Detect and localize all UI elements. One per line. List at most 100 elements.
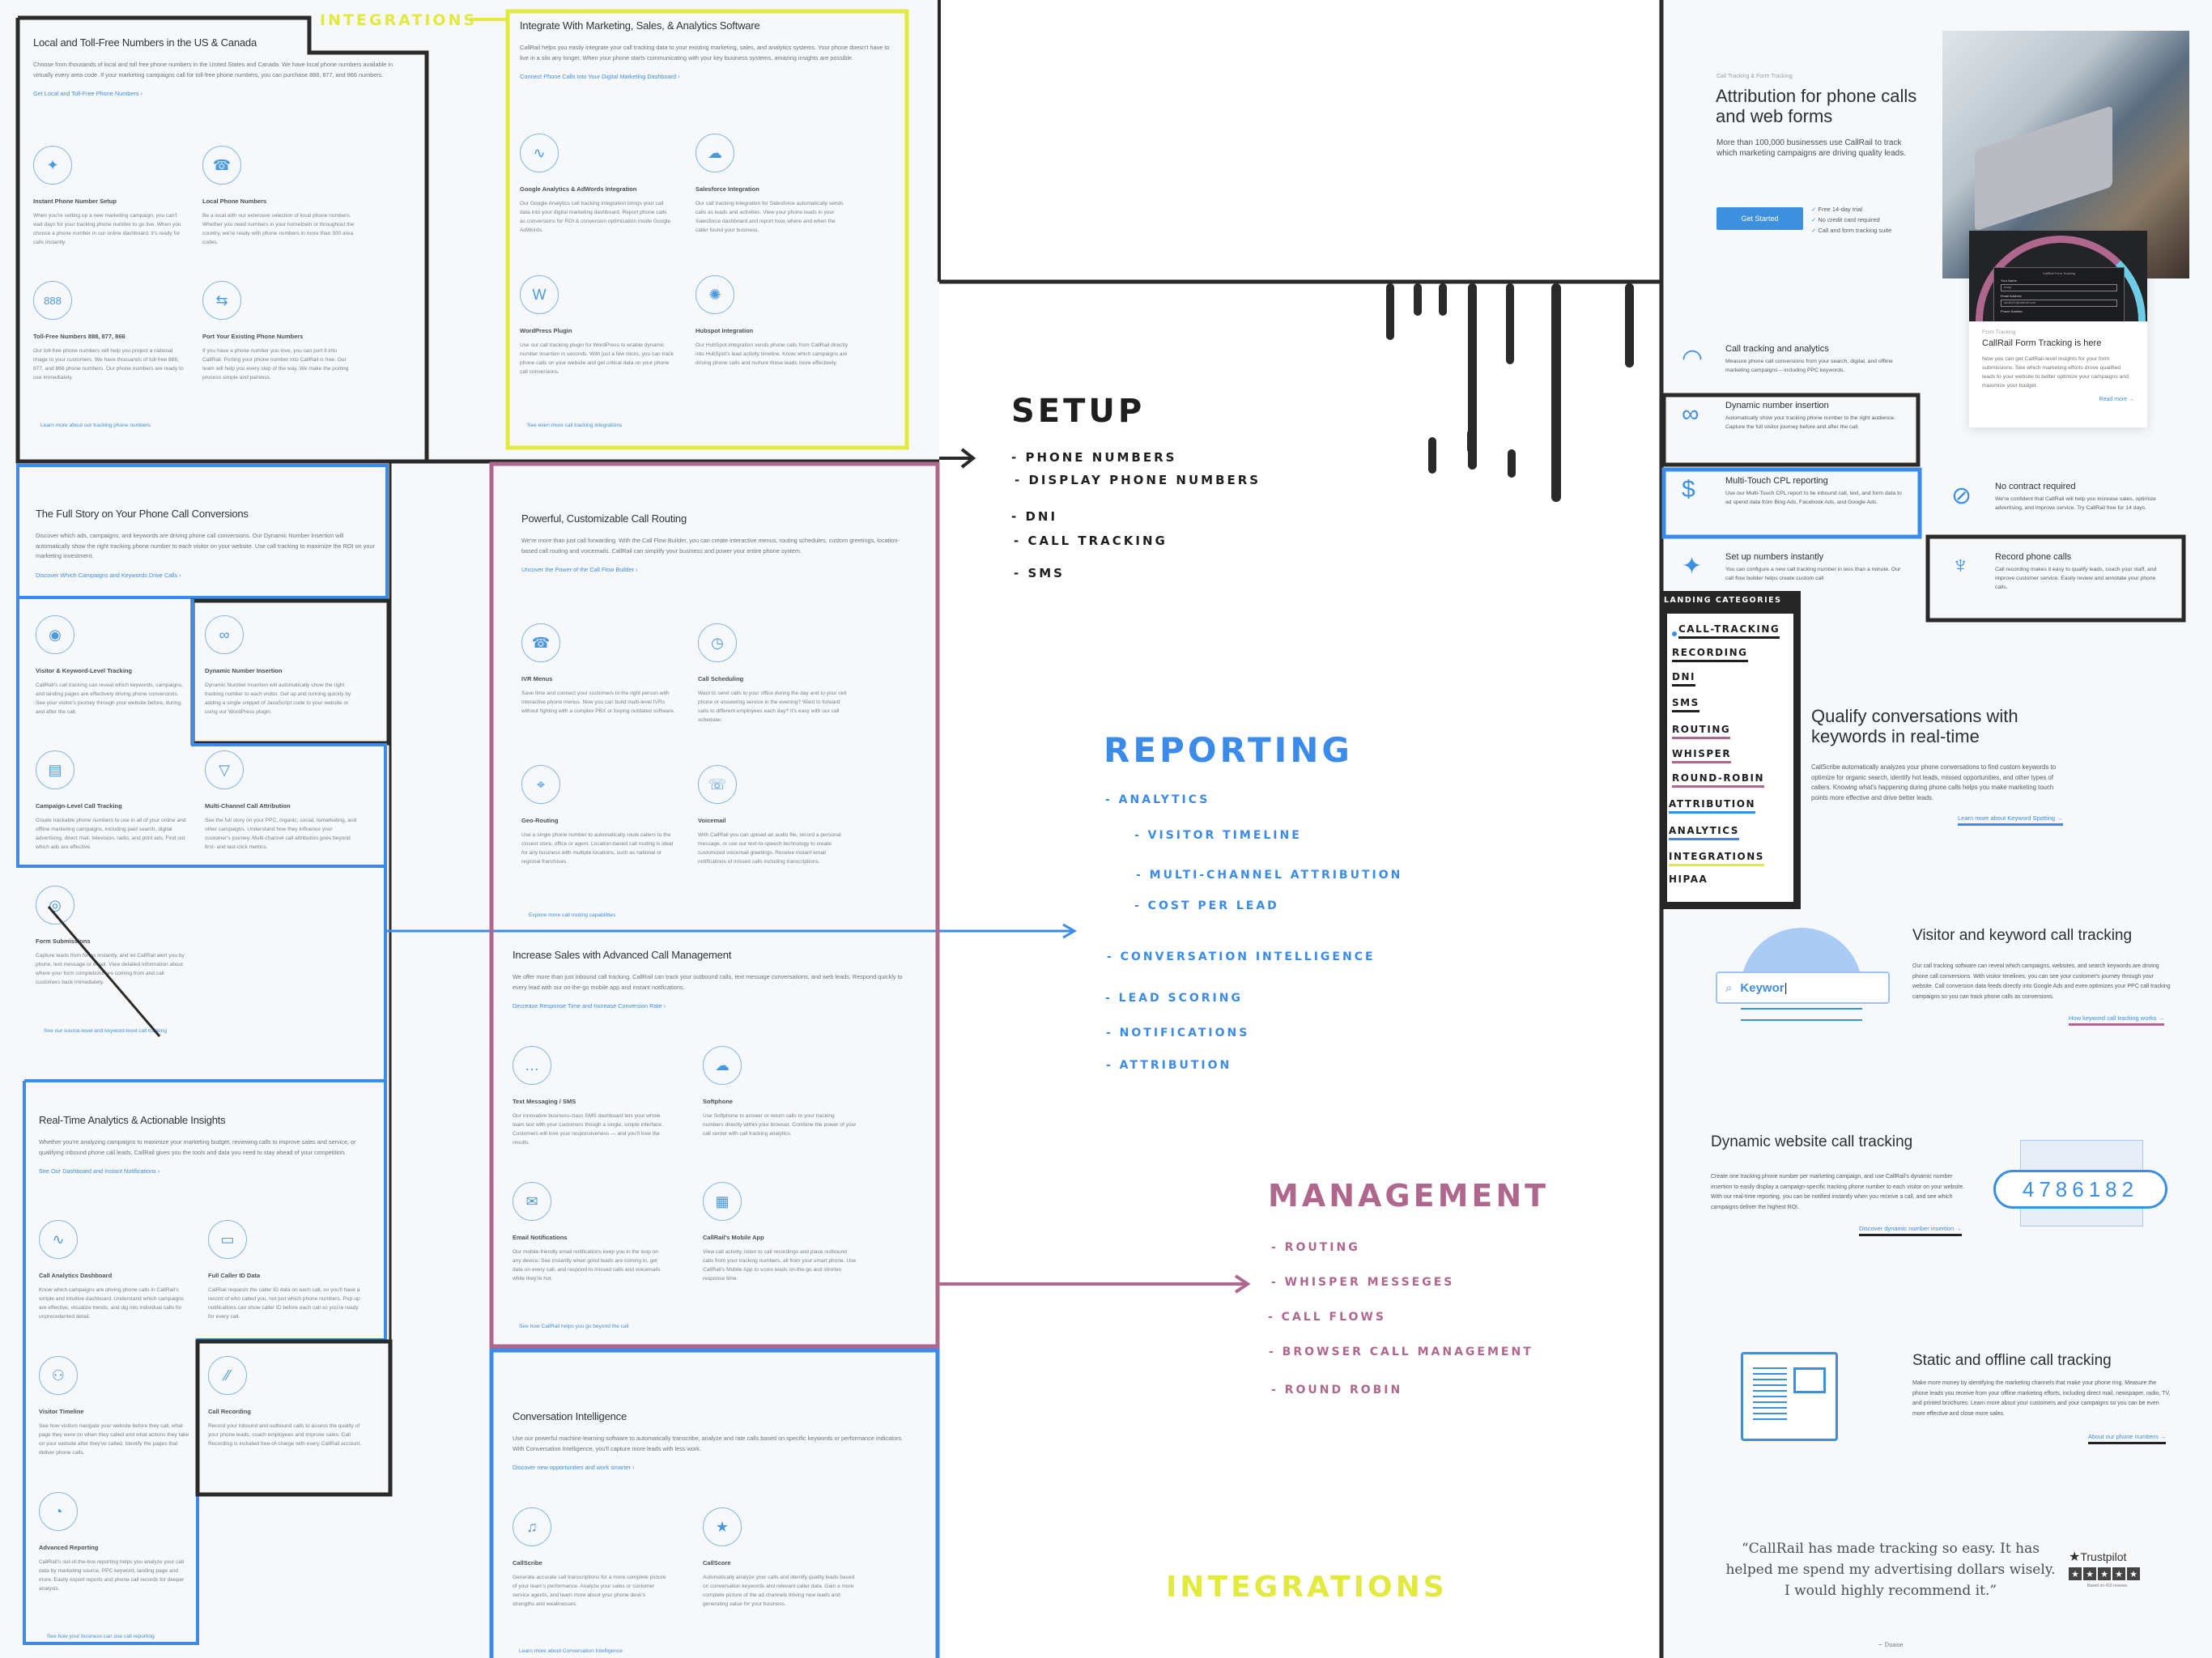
landing-category-whisper[interactable]: WHISPER (1672, 748, 1732, 763)
text-lines-illustration (1741, 1008, 1862, 1021)
real-time-frame (23, 1079, 387, 1645)
toll-free-888-icon: 888 (33, 281, 72, 320)
feature-title: CallScribe (513, 1559, 542, 1567)
check-icon: ✓ (1811, 227, 1819, 234)
phone-numbers-link[interactable]: About our phone numbers → (2088, 1433, 2167, 1444)
hubspot-icon: ✺ (696, 275, 734, 314)
section-cta-link[interactable]: Get Local and Toll-Free Phone Numbers › (33, 90, 143, 97)
landing-category-hipaa[interactable]: HIPAA (1669, 874, 1708, 885)
landing-category-attribution[interactable]: ATTRIBUTION (1669, 798, 1755, 814)
feature-title: Email Notifications (513, 1234, 568, 1241)
feature-title: Geo-Routing (521, 817, 559, 824)
visitor-search-icon: ◉ (36, 615, 74, 654)
section-footer-link[interactable]: Explore more call routing capabilities (529, 912, 616, 918)
setup-frame (15, 15, 429, 464)
get-started-button[interactable]: Get Started (1716, 207, 1803, 230)
form-tracking-card: CallRail Form Tracking Your Name Andy Em… (1969, 231, 2147, 427)
reporting-note-item: - MULTI-CHANNEL ATTRIBUTION (1136, 869, 1403, 882)
keyword-spotting-link[interactable]: Learn more about Keyword Spotting → (1958, 814, 2063, 826)
management-frame (489, 461, 940, 1349)
landing-category-sms[interactable]: SMS (1672, 697, 1699, 712)
reporting-note-item: - VISITOR TIMELINE (1134, 829, 1302, 842)
feature-description: Record your inbound and outbound calls t… (208, 1423, 362, 1447)
check-icon: ✓ (1811, 216, 1819, 223)
section-cta-link[interactable]: See Our Dashboard and Instant Notificati… (39, 1167, 160, 1175)
section-footer-link[interactable]: See how your business can use call repor… (47, 1634, 155, 1639)
landing-category-call-tracking[interactable]: CALL-TRACKING (1678, 623, 1780, 639)
section-cta-link[interactable]: Connect Phone Calls into Your Digital Ma… (520, 73, 680, 80)
feature-title: WordPress Plugin (520, 327, 572, 334)
landing-category-routing[interactable]: ROUTING (1672, 724, 1731, 739)
benefit-title: Record phone calls (1995, 552, 2072, 562)
benefit-description: We're confident that CallRail will help … (1995, 496, 2156, 511)
landing-category-recording[interactable]: RECORDING (1672, 647, 1748, 662)
section-cta-link[interactable]: Discover new opportunities and work smar… (513, 1464, 635, 1471)
landing-category-analytics[interactable]: ANALYTICS (1669, 825, 1739, 840)
clock-icon: ◷ (698, 623, 737, 662)
feature-title: Form Submissions (36, 937, 91, 945)
landing-category-round-robin[interactable]: ROUND-ROBIN (1672, 772, 1764, 788)
laptop-image (1975, 105, 2112, 232)
testimonial-quote: “CallRail has made tracking so easy. It … (1725, 1541, 2056, 1599)
feature-title: Call Scheduling (698, 675, 744, 682)
section-cta-link[interactable]: Decrease Response Time and Increase Conv… (513, 1002, 666, 1010)
feature-description: See how visitors navigate your website b… (39, 1423, 189, 1456)
keyword-tracking-link[interactable]: How keyword call tracking works → (2069, 1014, 2164, 1026)
benefit-description: You can configure a new call tracking nu… (1725, 567, 1901, 581)
setup-note-item: - DISPLAY PHONE NUMBERS (1015, 473, 1261, 487)
section-footer-link[interactable]: See even more call tracking integrations (527, 423, 623, 428)
feature-title: Call Recording (208, 1408, 251, 1415)
management-note-item: - CALL FLOWS (1268, 1311, 1386, 1324)
feature-description: Create trackable phone numbers to use in… (36, 818, 186, 850)
visitor-timeline-icon: ⚇ (39, 1356, 78, 1395)
setup-title: SETUP (1011, 393, 1146, 430)
feature-title: Hubspot Integration (696, 327, 754, 334)
section-footer-link[interactable]: See our source-level and keyword-level c… (44, 1028, 168, 1034)
feature-title: Visitor & Keyword-Level Tracking (36, 667, 133, 674)
feature-title: IVR Menus (521, 675, 553, 682)
hero-title: Attribution for phone calls and web form… (1716, 86, 1917, 126)
integrations-frame (505, 9, 909, 450)
microphone-icon: ♆ (1951, 552, 1970, 579)
section-footer-link[interactable]: Learn more about our tracking phone numb… (40, 423, 151, 428)
section-title: Local and Toll-Free Numbers in the US & … (33, 36, 257, 49)
feature-title: Full Caller ID Data (208, 1272, 261, 1279)
landing-category-integrations[interactable]: INTEGRATIONS (1669, 851, 1764, 866)
wordpress-icon: W (520, 275, 559, 314)
feature-title: Text Messaging / SMS (513, 1098, 576, 1105)
panel-integrations: Integrate With Marketing, Sales, & Analy… (520, 19, 892, 432)
section-footer-link[interactable]: Learn more about Conversation Intelligen… (519, 1648, 623, 1654)
form-user-icon: ◎ (36, 886, 74, 925)
landing-category-dni[interactable]: DNI (1672, 671, 1695, 687)
feature-description: Our innovative business-class SMS dashbo… (513, 1113, 663, 1146)
section-cta-link[interactable]: Uncover the Power of the Call Flow Build… (521, 566, 638, 573)
feature-description: Dynamic Number Insertion will automatica… (205, 682, 351, 715)
feature-description: Use Softphone to answer or return calls … (703, 1113, 857, 1137)
card-description: Now you can get CallRail-level insights … (1982, 356, 2129, 389)
section-footer-link[interactable]: See how CallRail helps you go beyond the… (519, 1324, 629, 1329)
mobile-app-icon: ▦ (703, 1182, 742, 1221)
dni-link[interactable]: Discover dynamic number insertion → (1859, 1225, 1962, 1236)
feature-title: Dynamic Number Insertion (205, 667, 283, 674)
management-note-item: - WHISPER MESSEGES (1271, 1276, 1455, 1289)
softphone-cloud-icon: ☁ (703, 1046, 742, 1085)
read-more-link[interactable]: Read more → (2099, 397, 2134, 402)
section-cta-link[interactable]: Discover Which Campaigns and Keywords Dr… (36, 571, 181, 579)
card-title: CallRail Form Tracking is here (1982, 338, 2102, 348)
feature-description: Automatically analyze your calls and ide… (703, 1575, 855, 1607)
